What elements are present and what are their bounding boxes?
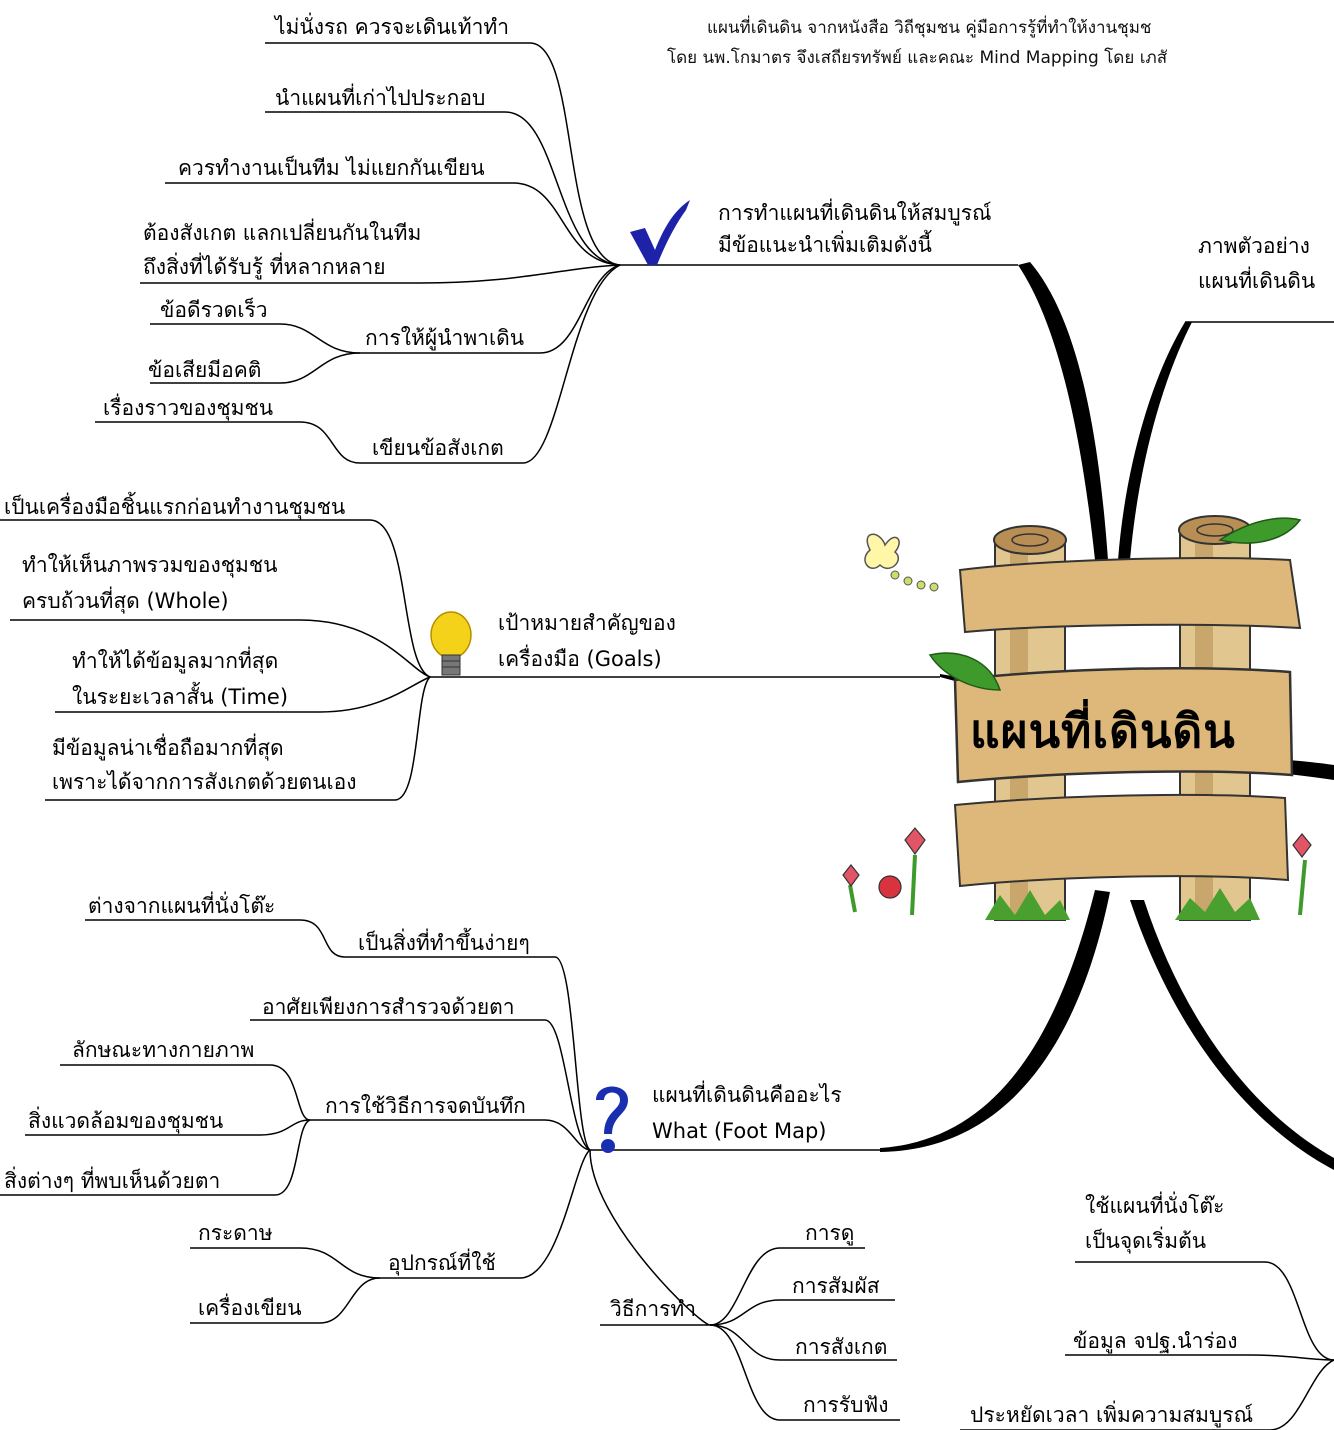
goals-whole-1: ทำให้เห็นภาพรวมของชุมชน	[22, 553, 278, 577]
what-method-observe: การสังเกต	[795, 1335, 888, 1359]
main-branch-desk	[1130, 900, 1334, 1170]
what-tools-label: อุปกรณ์ที่ใช้	[388, 1251, 496, 1275]
tips-item-team: ควรทำงานเป็นทีม ไม่แยกกันเขียน	[178, 156, 485, 180]
what-title-1: แผนที่เดินดินคืออะไร	[652, 1083, 842, 1107]
what-methods-label: วิธีการทำ	[610, 1297, 697, 1321]
goals-title-1: เป้าหมายสำคัญของ	[498, 611, 676, 635]
tips-item-walk: ไม่นั่งรถ ควรจะเดินเท้าทำ	[275, 15, 510, 39]
tips-item-oldmap: นำแผนที่เก่าไปประกอบ	[275, 86, 486, 110]
butterfly-icon	[864, 533, 939, 592]
what-method-look: การดู	[805, 1221, 855, 1245]
tips-guide-label: การให้ผู้นำพาเดิน	[365, 326, 525, 350]
desk-title-1: ใช้แผนที่นั่งโต๊ะ	[1085, 1194, 1225, 1218]
desk-sub-data: ข้อมูล จปฐ.นำร่อง	[1073, 1329, 1238, 1353]
what-tools-paper: กระดาษ	[198, 1221, 273, 1245]
goals-title-2: เครื่องมือ (Goals)	[498, 647, 662, 671]
what-title-2: What (Foot Map)	[652, 1119, 827, 1143]
tips-guide-cons: ข้อเสียมีอคติ	[148, 358, 262, 382]
goals-time-2: ในระยะเวลาสั้น (Time)	[72, 685, 289, 709]
main-branch-tips	[1018, 262, 1108, 560]
what-easy-label: เป็นสิ่งที่ทำขึ้นง่ายๆ	[358, 931, 530, 955]
what-tools-pen: เครื่องเขียน	[198, 1296, 302, 1320]
goals-trust-2: เพราะได้จากการสังเกตด้วยตนเอง	[52, 770, 357, 794]
desk-title-2: เป็นจุดเริ่มต้น	[1085, 1229, 1207, 1253]
lightbulb-icon	[430, 611, 472, 676]
tips-notes-sub: เรื่องราวของชุมชน	[103, 396, 274, 420]
goals-time-1: ทำให้ได้ข้อมูลมากที่สุด	[72, 649, 279, 673]
tips-title-2: มีข้อแนะนำเพิ่มเติมดังนี้	[718, 233, 932, 257]
central-topic: แผนที่เดินดิน	[970, 704, 1236, 758]
main-branch-what	[880, 890, 1110, 1152]
what-easy-sub: ต่างจากแผนที่นั่งโต๊ะ	[88, 894, 276, 918]
what-method-touch: การสัมผัส	[792, 1274, 880, 1298]
desk-sub-time: ประหยัดเวลา เพิ่มความสมบูรณ์	[970, 1403, 1254, 1427]
main-branch-example	[1118, 322, 1192, 560]
example-title-2: แผนที่เดินดิน	[1198, 269, 1316, 293]
boards	[953, 557, 1302, 888]
tips-guide-pros: ข้อดีรวดเร็ว	[160, 298, 268, 322]
example-title-1: ภาพตัวอย่าง	[1198, 234, 1310, 258]
tips-notes-label: เขียนข้อสังเกต	[372, 436, 504, 460]
flowers	[842, 827, 1312, 916]
tips-observe-1: ต้องสังเกต แลกเปลี่ยนกันในทีม	[143, 221, 422, 245]
what-survey: อาศัยเพียงการสำรวจด้วยตา	[262, 995, 515, 1019]
question-mark-icon	[596, 1086, 628, 1153]
what-method-listen: การรับฟัง	[803, 1393, 889, 1417]
checkmark-icon	[630, 200, 690, 265]
tips-title-1: การทำแผนที่เดินดินให้สมบูรณ์	[718, 201, 992, 225]
goals-first: เป็นเครื่องมือชิ้นแรกก่อนทำงานชุมชน	[4, 495, 346, 519]
what-record-physical: ลักษณะทางกายภาพ	[72, 1038, 255, 1062]
credit-line-1: แผนที่เดินดิน จากหนังสือ วิถีชุมชน คู่มื…	[707, 18, 1152, 38]
leaves	[928, 517, 1302, 691]
goals-trust-1: มีข้อมูลน่าเชื่อถือมากที่สุด	[52, 736, 284, 760]
what-record-environment: สิ่งแวดล้อมของชุมชน	[28, 1109, 224, 1133]
tips-observe-2: ถึงสิ่งที่ได้รับรู้ ที่หลากหลาย	[143, 255, 386, 279]
goals-whole-2: ครบถ้วนที่สุด (Whole)	[22, 589, 229, 613]
what-record-label: การใช้วิธีการจดบันทึก	[325, 1094, 526, 1118]
what-record-seen: สิ่งต่างๆ ที่พบเห็นด้วยตา	[4, 1169, 221, 1193]
grass	[985, 888, 1260, 920]
credit-line-2: โดย นพ.โกมาตร จึงเสถียรทรัพย์ และคณะ Min…	[667, 48, 1168, 68]
